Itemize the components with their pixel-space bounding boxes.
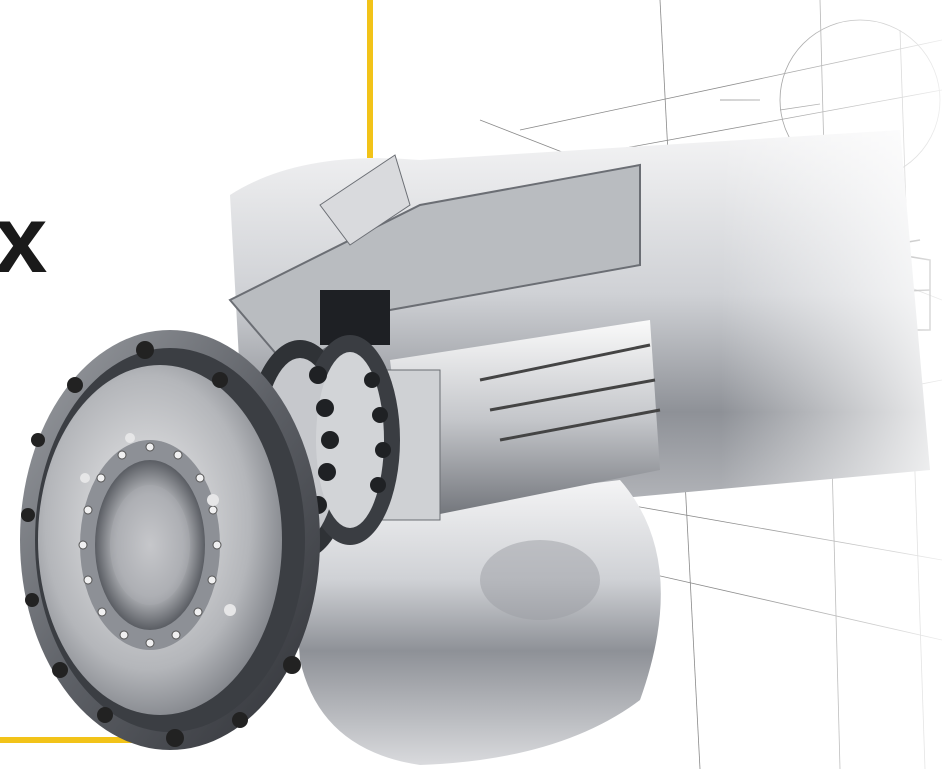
flange-screws xyxy=(21,341,301,747)
face-screws xyxy=(80,433,236,616)
partial-heading-glyph: x xyxy=(0,186,48,293)
bolt-circle-holes xyxy=(78,442,222,648)
